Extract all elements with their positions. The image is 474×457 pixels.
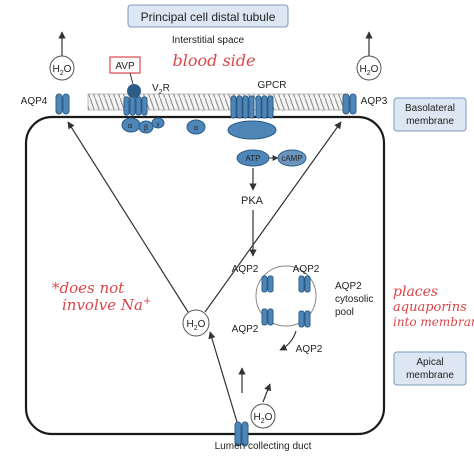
interstitial-label: Interstitial space: [172, 35, 245, 46]
aqp3-label: AQP3: [361, 96, 388, 107]
vesicle-to-apical-arrow: [279, 330, 297, 351]
atp-label: ATP: [246, 154, 261, 163]
title: Principal cell distal tubule: [141, 10, 276, 24]
avp-box: [109, 56, 141, 74]
apical-line1: Apical: [416, 357, 443, 368]
lumen-label: Lumen collecting duct: [215, 441, 312, 452]
aqp4-label: AQP4: [21, 96, 48, 107]
g-protein: [121, 117, 165, 134]
alpha-subunit-label: α: [194, 125, 198, 132]
svg-text:H2O: H2O: [360, 64, 379, 77]
svg-text:H2O: H2O: [187, 319, 206, 332]
h2o-lumen: H2O: [238, 367, 276, 429]
apical-aqp2-channel: [234, 421, 249, 447]
basolateral-line1: Basolateral: [405, 103, 455, 114]
camp-label: cAMP: [281, 154, 302, 163]
aqp2-pool-line1: AQP2: [335, 281, 362, 292]
g-gamma-label: γ: [157, 122, 160, 128]
alpha-subunit: [186, 119, 206, 135]
aqp2-label-top-left: AQP2: [232, 264, 259, 275]
aqp2-vesicle-bottom-left: [261, 308, 274, 326]
apical-line2: membrane: [406, 370, 454, 381]
gpcr-label: GPCR: [258, 80, 287, 91]
aqp2-pool-line2: cytosolic: [335, 294, 373, 305]
v2r-receptor: [123, 96, 148, 116]
apical-to-h2o-arrow: [208, 331, 238, 423]
gpcr-protein: [227, 95, 277, 140]
h2o-top-left: H2O: [49, 31, 75, 81]
avp-label: AVP: [115, 61, 135, 72]
h2o-intracellular: H2O: [182, 309, 210, 337]
aqp2-vesicle-ring: [255, 265, 317, 327]
aqp3-channel: [342, 93, 357, 115]
places-note-line3: into membrane: [393, 315, 474, 329]
h2o-to-aqp3-arrow: [204, 121, 342, 313]
aqp2-vesicle-top-left: [261, 275, 274, 293]
aqp4-channel: [55, 93, 70, 115]
v2r-label: V2R: [152, 83, 170, 96]
title-box: [127, 4, 289, 28]
avp-ligand: [127, 84, 141, 98]
svg-text:H2O: H2O: [53, 64, 72, 77]
basolateral-box: [393, 97, 467, 132]
h2o-top-right: H2O: [356, 31, 382, 81]
cell-outline: [24, 115, 386, 436]
aqp2-pool-line3: pool: [335, 307, 354, 318]
apical-box: [393, 351, 467, 386]
aqp2-label-top-right: AQP2: [293, 264, 320, 275]
na-note-line1: *does not: [52, 279, 125, 297]
aqp2-vesicle-bottom-right: [298, 310, 311, 328]
camp-node: [277, 149, 307, 167]
g-alpha-label: α: [128, 123, 132, 130]
g-beta-label: β: [144, 125, 148, 132]
places-note-line1: places: [393, 284, 438, 300]
pka-label: PKA: [241, 195, 264, 207]
basolateral-line2: membrane: [406, 116, 454, 127]
places-note-line2: aquaporins: [393, 300, 467, 315]
na-note-line2: involve Na+: [62, 296, 151, 314]
h2o-to-aqp4-arrow: [67, 121, 189, 313]
avp-pointer: [129, 72, 134, 85]
svg-text:H2O: H2O: [254, 412, 273, 425]
aqp2-vesicle-top-right: [298, 275, 311, 293]
aqp2-label-bottom-left: AQP2: [232, 324, 259, 335]
aqp2-label-bottom-right: AQP2: [296, 344, 323, 355]
blood-side-note: blood side: [173, 51, 256, 70]
